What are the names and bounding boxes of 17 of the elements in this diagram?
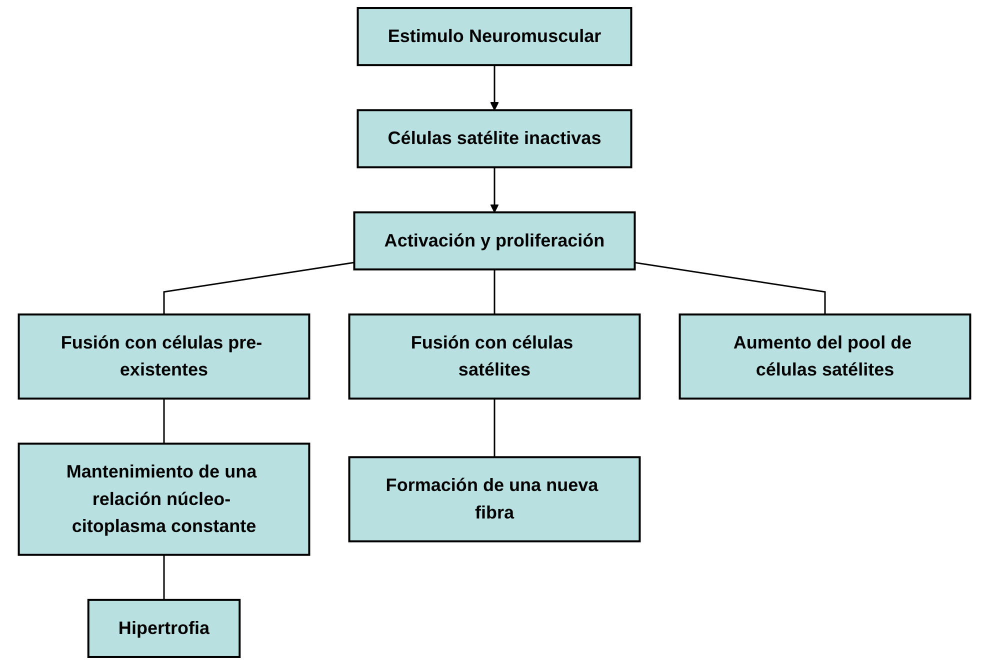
node-box: Aumento del pool de células satélites: [678, 313, 972, 400]
node-box: Hipertrofia: [87, 598, 241, 658]
connector: [634, 262, 826, 314]
node-box: Activación y proliferación: [353, 211, 636, 270]
arrow: [490, 65, 499, 111]
node-box: Fusión con células pre- existentes: [18, 313, 310, 400]
node-box: Estimulo Neuromuscular: [356, 7, 632, 66]
node-box: Formación de una nueva fibra: [348, 456, 641, 542]
connector: [494, 398, 496, 458]
connector: [163, 398, 165, 444]
node-box: Células satélite inactivas: [356, 109, 632, 168]
node-box: Fusión con células satélites: [348, 313, 641, 400]
connector: [163, 554, 165, 600]
connector: [163, 262, 354, 314]
node-box: Mantenimiento de una relación núcleo- citoplasma constante: [18, 442, 310, 556]
arrow: [490, 167, 499, 213]
connector: [494, 269, 496, 314]
